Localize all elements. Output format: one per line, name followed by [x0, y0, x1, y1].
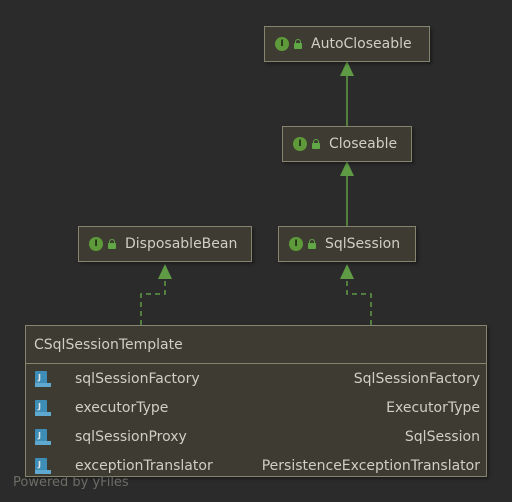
node-disposablebean[interactable]: I DisposableBean [78, 226, 252, 262]
field-name: sqlSessionProxy [75, 428, 187, 445]
field-type: SqlSession [404, 428, 480, 445]
interface-icon: I [293, 137, 307, 151]
field-name: executorType [75, 399, 169, 416]
node-label: DisposableBean [125, 236, 238, 252]
node-autocloseable[interactable]: I AutoCloseable [264, 26, 430, 62]
interface-icon: I [275, 37, 289, 51]
edge-closeable-to-autocloseable [340, 61, 354, 127]
edge-sqlsession-to-closeable [340, 161, 354, 227]
class-header: C SqlSessionTemplate [26, 326, 486, 364]
edge-template-to-sqlsession [340, 264, 372, 325]
node-label: AutoCloseable [311, 36, 412, 52]
interface-icon: I [289, 237, 303, 251]
interface-icon: I [89, 237, 103, 251]
field-row[interactable]: sqlSessionProxy SqlSession [26, 422, 486, 451]
arrowhead [340, 264, 354, 279]
field-type: SqlSessionFactory [353, 370, 480, 387]
field-icon [35, 399, 51, 416]
field-name: exceptionTranslator [75, 457, 213, 474]
class-name: SqlSessionTemplate [43, 336, 183, 353]
field-type: PersistenceExceptionTranslator [261, 457, 480, 474]
field-type: ExecutorType [386, 399, 480, 416]
public-lock-icon [108, 239, 116, 249]
arrowhead [158, 264, 172, 279]
arrowhead [340, 161, 354, 176]
arrowhead [340, 61, 354, 76]
field-row[interactable]: exceptionTranslator PersistenceException… [26, 451, 486, 480]
node-sqlsessiontemplate[interactable]: C SqlSessionTemplate sqlSessionFactory S… [25, 325, 487, 477]
field-icon [35, 428, 51, 445]
field-icon [35, 370, 51, 387]
field-row[interactable]: sqlSessionFactory SqlSessionFactory [26, 364, 486, 393]
class-icon: C [34, 336, 44, 353]
public-lock-icon [312, 139, 320, 149]
field-row[interactable]: executorType ExecutorType [26, 393, 486, 422]
node-label: Closeable [329, 136, 398, 152]
field-icon [35, 457, 51, 474]
node-sqlsession[interactable]: I SqlSession [278, 226, 416, 262]
node-label: SqlSession [325, 236, 401, 252]
edge-template-to-disposablebean [140, 264, 172, 325]
field-name: sqlSessionFactory [75, 370, 200, 387]
powered-by-watermark: Powered by yFiles [13, 475, 129, 490]
public-lock-icon [294, 39, 302, 49]
public-lock-icon [308, 239, 316, 249]
node-closeable[interactable]: I Closeable [282, 126, 412, 162]
